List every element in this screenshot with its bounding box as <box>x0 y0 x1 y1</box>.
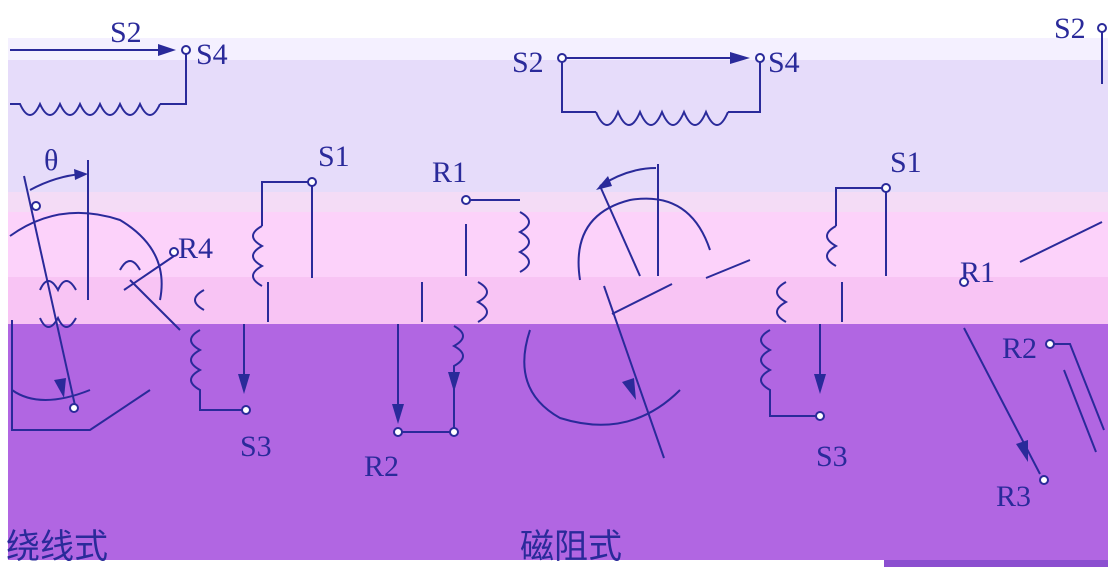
mid-r2-terminal-right <box>449 427 459 437</box>
mid-top-left-lead <box>561 62 596 113</box>
caption-reluctance: 磁阻式 <box>520 527 622 567</box>
left-rotor-arc <box>9 211 163 301</box>
left-r4-lead <box>123 255 175 291</box>
mid-r2-terminal-left <box>393 427 403 437</box>
mid-rotor-coil-lower <box>451 325 464 432</box>
mid-r1-label: R1 <box>432 156 467 189</box>
mid-stator-coil-upper <box>826 225 839 267</box>
mid-rotor-axis-lower <box>603 285 665 459</box>
mid-stator-coil-mid <box>776 281 789 323</box>
left-rotor-coil-b <box>39 315 77 328</box>
left-rotor-arrowhead <box>54 378 66 398</box>
right-r2-lead <box>1054 343 1105 431</box>
left-rotor-arc-bottom <box>11 389 91 401</box>
mid-s1-terminal <box>881 183 891 193</box>
band-2 <box>8 60 1108 192</box>
left-s2-label: S2 <box>110 16 142 49</box>
middle-resolver: S2 S4 R1 R2 S1 <box>364 46 922 483</box>
left-theta-label: θ <box>44 144 58 177</box>
band-5 <box>8 277 1108 324</box>
mid-s3-label: S3 <box>816 440 848 473</box>
right-r2-terminal <box>1045 339 1055 349</box>
left-top-lead <box>160 54 187 105</box>
mid-s4-label: S4 <box>768 46 800 79</box>
left-s3-label: S3 <box>240 430 272 463</box>
right-r3-label: R3 <box>996 480 1031 513</box>
band-1 <box>8 38 1108 60</box>
left-rotor-coil-c <box>119 260 141 271</box>
mid-s3-terminal <box>815 411 825 421</box>
left-theta-arrowhead <box>74 169 88 180</box>
right-upper-lead <box>1019 221 1103 263</box>
right-s2-terminal <box>1097 23 1107 33</box>
left-small-coil <box>194 289 205 311</box>
mid-diagonal-a <box>705 259 751 279</box>
left-s1-terminal <box>307 177 317 187</box>
left-s1-lead <box>261 181 308 226</box>
left-s4-label: S4 <box>196 38 228 71</box>
mid-r1-terminal <box>461 195 471 205</box>
left-s1-label: S1 <box>318 140 350 173</box>
right-s2-label: S2 <box>1054 12 1086 45</box>
mid-rotor-upper-arc <box>577 197 711 281</box>
mid-s2-s4-arrowhead <box>730 52 750 64</box>
mid-r2-arrowhead <box>392 404 404 424</box>
left-s3-terminal <box>241 405 251 415</box>
left-r4-terminal <box>169 247 179 257</box>
left-rotor-coil-a <box>39 280 77 293</box>
mid-s4-terminal <box>755 53 765 63</box>
left-rotor-terminal-bottom <box>69 403 79 413</box>
left-stator-coil-upper <box>252 225 265 287</box>
left-s3-arrowhead <box>238 374 250 394</box>
left-rotor-axis <box>23 175 77 411</box>
left-rotor-terminal-top <box>31 201 41 211</box>
right-r3-terminal <box>1039 475 1049 485</box>
left-r4-lead-2 <box>129 279 181 331</box>
mid-s1-label: S1 <box>890 146 922 179</box>
left-resolver: S2 S4 θ R4 S1 <box>9 16 350 463</box>
left-s2-s4-arrowhead <box>158 44 176 56</box>
mid-rotor-axis-upper <box>599 185 641 277</box>
mid-rotor-axis-arrowhead <box>622 378 636 400</box>
mid-s3-arrowhead <box>814 374 826 394</box>
caption-wound-rotor: 绕线式 <box>6 527 108 567</box>
mid-s2-label: S2 <box>512 46 544 79</box>
right-r1-terminal <box>959 277 969 287</box>
mid-rotor-lower-arc <box>523 329 681 426</box>
mid-diagonal-b <box>611 283 673 315</box>
mid-rotor-coil-upper <box>517 211 530 273</box>
left-r4-label: R4 <box>178 232 213 265</box>
bottom-strip <box>884 560 1108 567</box>
band-3 <box>8 192 1108 212</box>
mid-stator-coil-lower <box>760 329 818 417</box>
mid-rotor-arrowhead <box>448 372 460 392</box>
left-stator-coil-lower <box>190 329 242 411</box>
mid-top-coil <box>595 109 729 126</box>
left-s4-terminal <box>181 45 191 55</box>
mid-r2-label: R2 <box>364 450 399 483</box>
left-frame-lead <box>11 320 151 431</box>
right-frame-lead <box>1063 369 1097 453</box>
mid-top-right-lead <box>728 62 761 113</box>
mid-theta-arrowhead <box>596 176 612 190</box>
right-r2-label: R2 <box>1002 332 1037 365</box>
right-r3-arrowhead <box>1016 440 1028 462</box>
right-resolver: S2 R1 R3 R2 <box>959 12 1107 513</box>
mid-s1-lead <box>835 187 882 226</box>
mid-rotor-coil-mid <box>475 281 488 323</box>
band-4 <box>8 212 1108 277</box>
left-top-coil <box>10 101 161 116</box>
mid-s2-terminal <box>557 53 567 63</box>
